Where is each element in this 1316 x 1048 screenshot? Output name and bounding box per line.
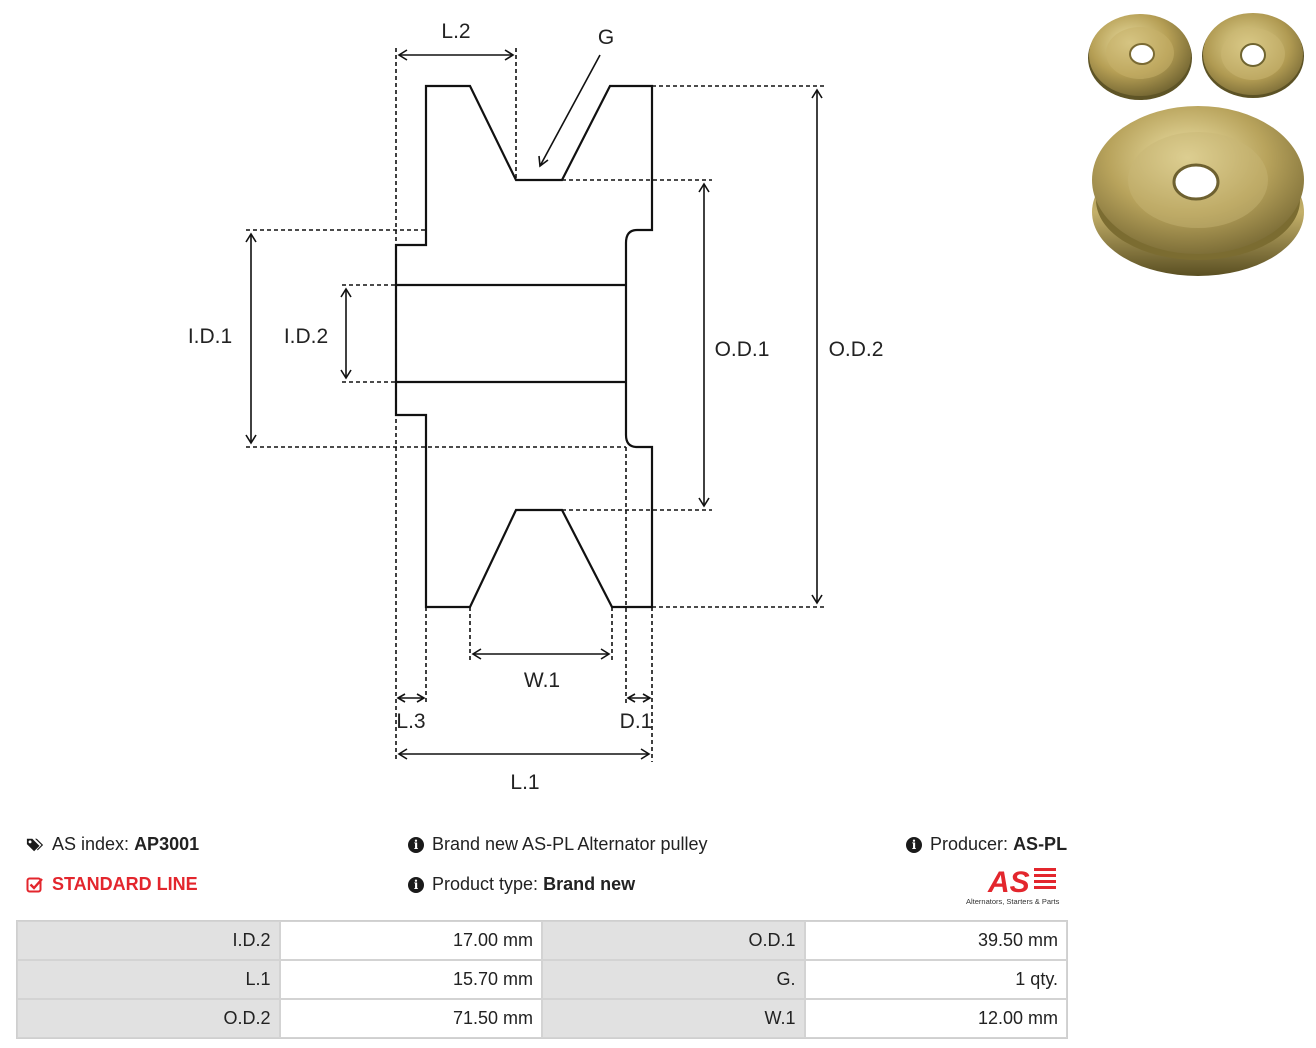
pulley-dimension-diagram: L.2 G I.D.1 I.D.2 O.D.1 O.D.2 W.1 L.3 D.…	[188, 20, 884, 794]
spec-value: 17.00 mm	[279, 921, 542, 960]
info-circle-icon: i	[408, 836, 424, 853]
producer-value: AS-PL	[1013, 834, 1068, 854]
table-row: I.D.2 17.00 mm O.D.1 39.50 mm	[17, 921, 1067, 960]
producer-label: Producer:	[930, 834, 1009, 854]
info-circle-icon: i	[906, 836, 922, 853]
as-index-value: AP3001	[134, 834, 200, 854]
table-row: O.D.2 71.50 mm W.1 12.00 mm	[17, 999, 1067, 1038]
as-index-row: AS index: AP3001	[26, 834, 199, 855]
logo-tagline: Alternators, Starters & Parts	[966, 897, 1060, 906]
logo-text: AS	[987, 866, 1030, 899]
label-w1: W.1	[524, 669, 560, 692]
spec-key: G.	[542, 960, 805, 999]
product-photo-washer-large	[1088, 14, 1192, 100]
spec-key: L.1	[17, 960, 280, 999]
spec-value: 1 qty.	[804, 960, 1067, 999]
producer-row: i Producer: AS-PL	[906, 834, 1067, 855]
description-row: i Brand new AS-PL Alternator pulley	[408, 834, 708, 855]
info-circle-icon: i	[408, 876, 424, 893]
product-type-label: Product type:	[432, 874, 539, 894]
spec-value: 12.00 mm	[804, 999, 1067, 1038]
extension-lines	[246, 48, 826, 762]
label-od1: O.D.1	[715, 338, 770, 361]
label-l3: L.3	[396, 710, 425, 733]
label-od2: O.D.2	[829, 338, 884, 361]
spec-value: 39.50 mm	[804, 921, 1067, 960]
line-row: STANDARD LINE	[26, 874, 198, 895]
tags-icon	[26, 838, 44, 851]
line-label: STANDARD LINE	[52, 874, 198, 894]
label-id2: I.D.2	[284, 325, 328, 348]
check-square-icon	[26, 877, 43, 892]
label-g: G	[598, 26, 614, 49]
spec-key: O.D.1	[542, 921, 805, 960]
pulley-outline	[394, 84, 654, 609]
product-photo-pulley	[1092, 106, 1304, 276]
product-type-value: Brand new	[543, 874, 636, 894]
dimension-arrows	[245, 49, 823, 760]
description-text: Brand new AS-PL Alternator pulley	[432, 834, 708, 854]
product-type-row: i Product type: Brand new	[408, 874, 635, 895]
label-l2: L.2	[441, 20, 470, 43]
spec-key: I.D.2	[17, 921, 280, 960]
spec-value: 71.50 mm	[279, 999, 542, 1038]
specs-table: I.D.2 17.00 mm O.D.1 39.50 mm L.1 15.70 …	[16, 920, 1068, 1039]
label-l1: L.1	[510, 771, 539, 794]
table-row: L.1 15.70 mm G. 1 qty.	[17, 960, 1067, 999]
spec-value: 15.70 mm	[279, 960, 542, 999]
as-index-label: AS index:	[52, 834, 130, 854]
label-d1: D.1	[620, 710, 653, 733]
spec-key: O.D.2	[17, 999, 280, 1038]
as-pl-logo: AS Alternators, Starters & Parts	[966, 866, 1060, 906]
spec-key: W.1	[542, 999, 805, 1038]
label-id1: I.D.1	[188, 325, 232, 348]
product-photo-washer-small	[1202, 13, 1304, 98]
